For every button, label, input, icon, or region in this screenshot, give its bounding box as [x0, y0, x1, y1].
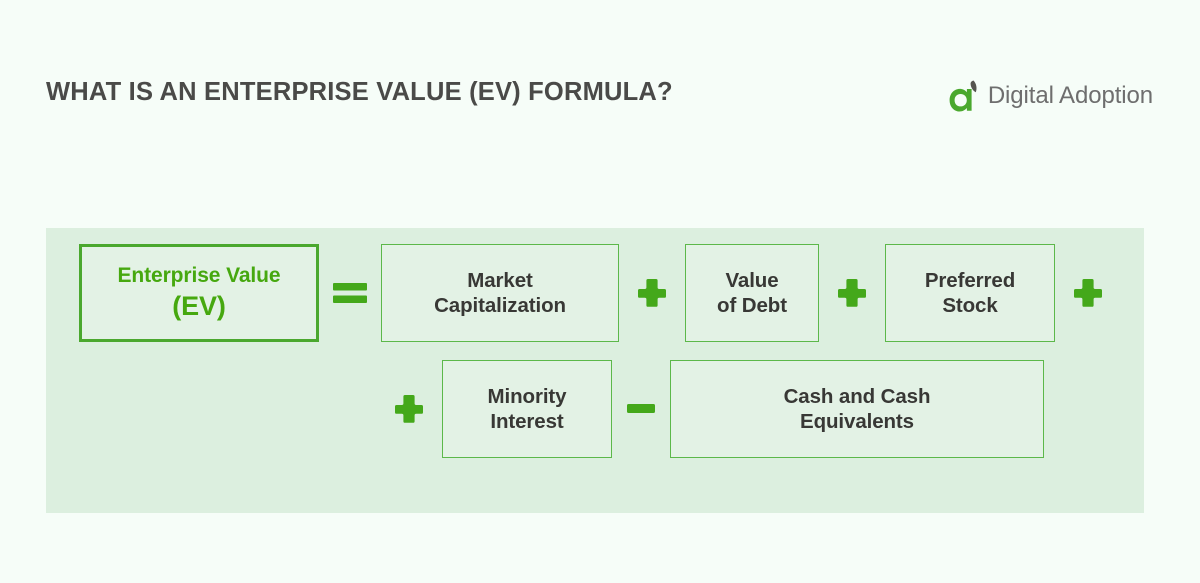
- plus-icon: [838, 279, 866, 307]
- plus-icon: [638, 279, 666, 307]
- enterprise-value-box: Enterprise Value (EV): [79, 244, 319, 342]
- enterprise-value-label-line-2: (EV): [172, 291, 226, 322]
- value-of-debt-label-line-2: of Debt: [717, 294, 787, 317]
- operator-plus-3: [1055, 244, 1121, 342]
- value-of-debt-label-line-1: Value: [725, 269, 779, 292]
- formula-row-1: Enterprise Value (EV) Market Capitalizat…: [46, 244, 1144, 342]
- operator-equals: [319, 244, 381, 342]
- minority-interest-label-line-2: Interest: [490, 410, 564, 433]
- operator-plus-1: [619, 244, 685, 342]
- minority-interest-label-line-1: Minority: [487, 385, 567, 408]
- plus-icon: [395, 395, 423, 423]
- preferred-stock-label-line-1: Preferred: [924, 269, 1016, 292]
- minus-icon: [627, 404, 655, 413]
- page-header: WHAT IS AN ENTERPRISE VALUE (EV) FORMULA…: [0, 0, 1200, 150]
- cash-and-cash-equivalents-box: Cash and Cash Equivalents: [670, 360, 1044, 458]
- operator-plus-2: [819, 244, 885, 342]
- value-of-debt-box: Value of Debt: [685, 244, 819, 342]
- market-capitalization-box: Market Capitalization: [381, 244, 619, 342]
- plus-icon: [1074, 279, 1102, 307]
- cash-and-cash-equivalents-label-line-2: Equivalents: [800, 410, 914, 433]
- page-title: WHAT IS AN ENTERPRISE VALUE (EV) FORMULA…: [46, 78, 673, 106]
- cash-and-cash-equivalents-label-line-1: Cash and Cash: [783, 385, 931, 408]
- operator-plus-4: [376, 360, 442, 458]
- market-capitalization-label-line-2: Capitalization: [434, 294, 566, 317]
- preferred-stock-box: Preferred Stock: [885, 244, 1055, 342]
- leaf-a-logo-icon: [949, 80, 977, 112]
- brand-name: Digital Adoption: [987, 82, 1153, 109]
- enterprise-value-label-line-1: Enterprise Value: [117, 263, 281, 287]
- brand-logo: Digital Adoption: [949, 76, 1153, 116]
- minority-interest-box: Minority Interest: [442, 360, 612, 458]
- enterprise-value-formula-panel: Enterprise Value (EV) Market Capitalizat…: [46, 228, 1144, 513]
- operator-minus: [612, 360, 670, 458]
- formula-row-2: Minority Interest Cash and Cash Equivale…: [46, 360, 1144, 458]
- preferred-stock-label-line-2: Stock: [942, 294, 998, 317]
- market-capitalization-label-line-1: Market: [467, 269, 533, 292]
- equals-icon: [333, 283, 367, 303]
